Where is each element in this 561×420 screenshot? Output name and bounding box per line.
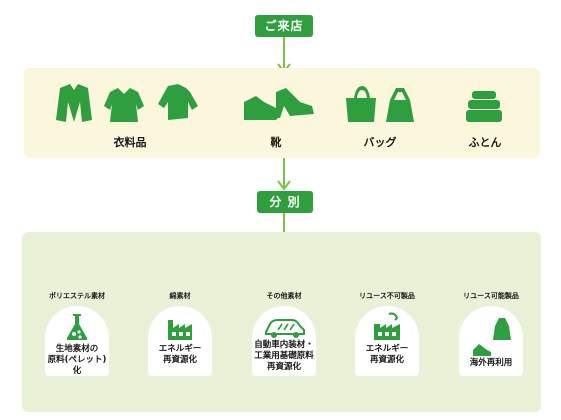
dest-result-cotton: エネルギー 再資源化: [158, 344, 202, 365]
dest-result-other: 自動車内装材・ 工業用基礎原料 再資源化: [254, 340, 314, 372]
item-label-clothing: 衣料品: [113, 136, 147, 149]
dest-category-non-reusable: リユース不可製品: [359, 292, 415, 300]
dest-result-polyester: 生地素材の 原料(ペレット)化: [47, 344, 107, 376]
flask-icon: [67, 314, 87, 340]
bag-icon: [346, 86, 414, 122]
car-icon: [265, 319, 305, 338]
dest-card-non-reusable: エネルギー 再資源化: [355, 306, 419, 376]
dest-card-other: 自動車内装材・ 工業用基礎原料 再資源化: [252, 306, 316, 376]
items-panel: [24, 68, 540, 158]
sorting-badge: 分 別: [257, 191, 313, 213]
store-visit-badge: ご来店: [255, 15, 313, 37]
dest-card-reusable: 海外再利用: [459, 306, 523, 376]
item-label-bags: バッグ: [363, 136, 397, 149]
futon-icon: [466, 91, 502, 122]
shoes-icon: [244, 88, 314, 120]
reuse-goods-icon: [473, 318, 511, 356]
dest-category-reusable: リユース可能製品: [463, 292, 519, 300]
dest-result-reusable: 海外再利用: [469, 358, 513, 368]
dest-category-other: その他素材: [266, 292, 302, 300]
dest-category-cotton: 綿素材: [169, 292, 191, 300]
dest-category-polyester: ポリエステル素材: [49, 292, 105, 300]
dest-card-polyester: 生地素材の 原料(ペレット)化: [45, 306, 109, 376]
item-label-shoes: 靴: [270, 136, 282, 149]
factory-recycle-icon: [374, 312, 400, 340]
clothing-icon: [56, 84, 198, 122]
dest-card-cotton: エネルギー 再資源化: [148, 306, 212, 376]
factory-icon: [168, 320, 192, 340]
item-label-futon: ふとん: [468, 136, 502, 149]
dest-result-non-reusable: エネルギー 再資源化: [365, 344, 409, 365]
